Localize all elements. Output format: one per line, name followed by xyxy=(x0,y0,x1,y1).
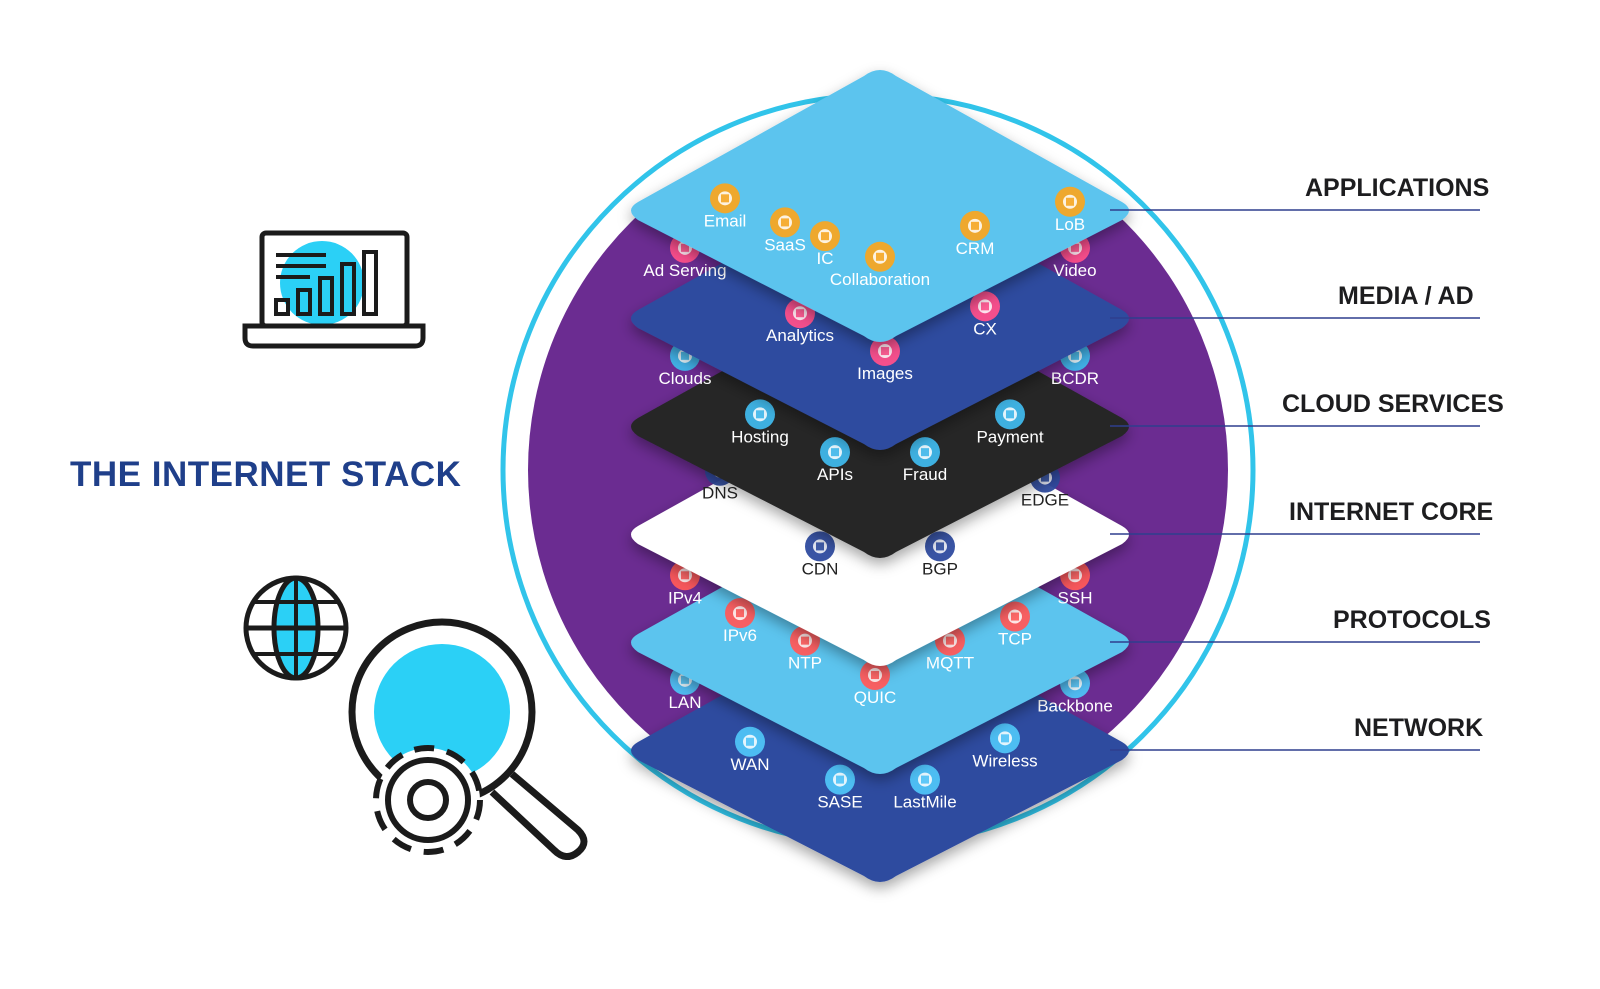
stack-item: Images xyxy=(857,336,913,383)
bgp-icon xyxy=(925,531,955,562)
wireless-icon xyxy=(990,723,1020,754)
lob-icon xyxy=(1055,186,1085,217)
stack-item-label: CDN xyxy=(802,559,839,578)
shield-icon xyxy=(910,437,940,468)
stack-item-label: CRM xyxy=(956,239,995,258)
stack-item-label: IPv6 xyxy=(723,626,757,645)
stack-item-label: Backbone xyxy=(1037,696,1113,715)
quic-icon xyxy=(860,660,890,691)
stack-item-label: IPv4 xyxy=(668,588,702,607)
stack-item-label: Hosting xyxy=(731,427,789,446)
stack-item-label: Fraud xyxy=(903,465,947,484)
stack-item-label: DNS xyxy=(702,484,738,503)
collaboration-icon xyxy=(865,241,895,272)
layer-panel-applications xyxy=(631,70,1129,342)
label-connectors xyxy=(1110,209,1480,751)
stack-item: Email xyxy=(704,183,747,230)
layer-label-applications: APPLICATIONS xyxy=(1305,174,1490,202)
stack-item-label: Images xyxy=(857,364,913,383)
stack-item: CX xyxy=(970,291,1000,338)
stack-item-label: LastMile xyxy=(893,793,956,812)
magnifier-gear-icon xyxy=(348,618,588,860)
stack-item: IC xyxy=(810,221,840,268)
stack-item-label: NTP xyxy=(788,654,822,673)
stack-item-label: Collaboration xyxy=(830,270,930,289)
stack-item-label: SSH xyxy=(1058,588,1093,607)
stack-item: IPv4 xyxy=(668,560,702,607)
page-title: THE INTERNET STACK xyxy=(70,455,462,494)
stack-item-label: TCP xyxy=(998,630,1032,649)
stack-item-label: LAN xyxy=(668,693,701,712)
stack-item-label: MQTT xyxy=(926,654,974,673)
cdn-icon xyxy=(805,531,835,562)
stack-item-label: SASE xyxy=(817,793,862,812)
stack-item-label: Wireless xyxy=(972,751,1037,770)
stack-item: SaaS xyxy=(764,207,806,254)
stack-item: IPv6 xyxy=(723,598,757,645)
stack-item: TCP xyxy=(998,601,1032,649)
stack-item-label: SaaS xyxy=(764,235,806,254)
stack-item: APIs xyxy=(817,437,853,484)
tcp-icon xyxy=(1000,601,1030,632)
stack-item-label: QUIC xyxy=(854,688,897,707)
images-icon xyxy=(870,336,900,367)
api-gear-icon xyxy=(820,437,850,468)
chip-icon xyxy=(810,221,840,252)
stack-item-label: Ad Serving xyxy=(643,261,726,280)
stack-item: QUIC xyxy=(854,660,897,707)
stack-item: Hosting xyxy=(731,399,789,446)
stack-item: CRM xyxy=(956,210,995,258)
stack-item-label: Video xyxy=(1053,261,1096,280)
stack-item-label: CX xyxy=(973,319,997,338)
stack-item-label: BGP xyxy=(922,559,958,578)
lastmile-box-icon xyxy=(910,764,940,795)
layer-label-cloud-services: CLOUD SERVICES xyxy=(1282,390,1504,418)
stack-item-label: BCDR xyxy=(1051,369,1099,388)
hosting-icon xyxy=(745,399,775,430)
cx-icon xyxy=(970,291,1000,322)
stack-item: CDN xyxy=(802,531,839,578)
layer-label-protocols: PROTOCOLS xyxy=(1333,606,1491,634)
laptop-chart-icon xyxy=(242,230,426,349)
stack-item: WAN xyxy=(730,726,770,774)
email-icon xyxy=(710,183,740,214)
stack-item: BGP xyxy=(922,531,958,578)
stack-item-label: Email xyxy=(704,211,747,230)
stack-item-label: EDGE xyxy=(1021,491,1069,510)
globe-icon xyxy=(243,575,349,681)
stack-item-label: Clouds xyxy=(659,369,712,388)
crm-icon xyxy=(960,210,990,241)
stack-item-label: LoB xyxy=(1055,215,1085,234)
stack-item: LastMile xyxy=(893,764,957,812)
sase-icon xyxy=(825,764,855,795)
ipv6-pin-icon xyxy=(725,598,755,629)
stack-item: Fraud xyxy=(903,437,947,484)
stack-item: LoB xyxy=(1055,186,1085,234)
layer-label-media-ad: MEDIA / AD xyxy=(1338,282,1474,310)
layer-label-network: NETWORK xyxy=(1354,714,1484,742)
stack-item-label: Analytics xyxy=(766,326,834,345)
wan-icon xyxy=(735,726,765,757)
stack-item-label: APIs xyxy=(817,465,853,484)
stack-item: SASE xyxy=(817,764,863,812)
stack-item: Wireless xyxy=(972,723,1038,770)
stack-item: Collaboration xyxy=(830,241,930,289)
layer-stack: LAN WAN SASE LastMile Wireless Backbone IPv4IP… xyxy=(631,70,1129,882)
payment-icon xyxy=(995,399,1025,430)
stack-item-label: Payment xyxy=(976,427,1043,446)
stack-item-label: WAN xyxy=(730,755,769,774)
layer-label-internet-core: INTERNET CORE xyxy=(1289,498,1494,526)
saas-icon xyxy=(770,207,800,238)
stack-item: Payment xyxy=(976,399,1044,446)
stack-item-label: IC xyxy=(817,249,834,268)
